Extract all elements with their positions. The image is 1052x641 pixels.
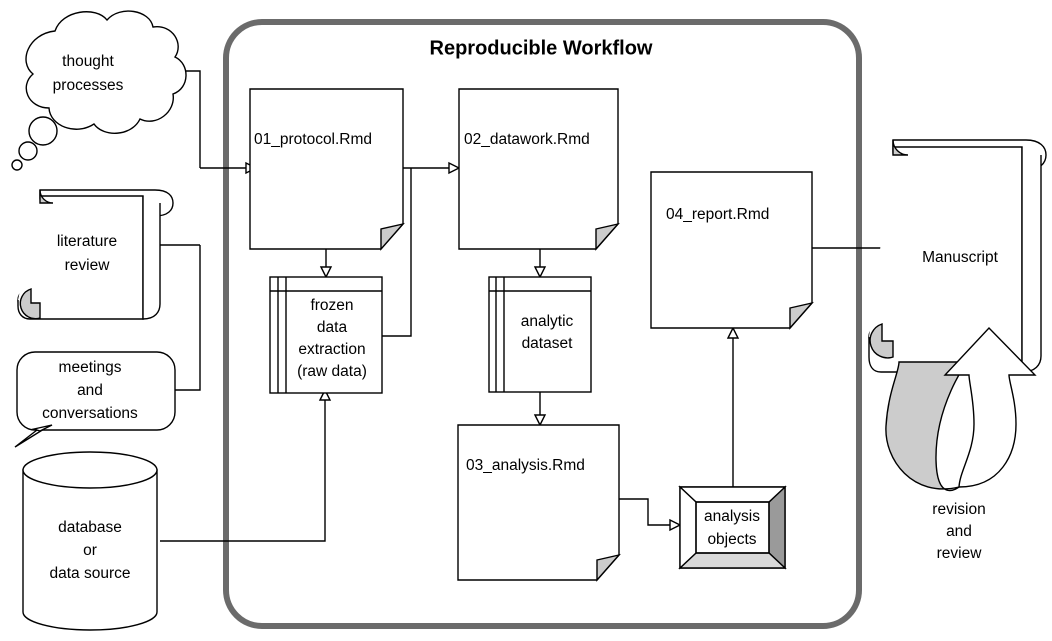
- output-revision-and-review: revision and review: [885, 326, 1037, 562]
- connector-frozen-data-to-datawork: [382, 168, 412, 337]
- output-label-manuscript: Manuscript: [922, 249, 998, 266]
- document-label-datawork: 02_datawork.Rmd: [464, 131, 590, 148]
- cube-bottom-face: [678, 552, 787, 569]
- scroll-roll-top: [39, 189, 54, 204]
- input-label-database-line1: database: [58, 519, 122, 536]
- datastore-label-frozen-line2: data: [317, 319, 348, 336]
- connector-inputs-bus: [150, 70, 258, 391]
- revision-arrow-band: [885, 361, 969, 492]
- datastore-label-analytic-line1: analytic: [521, 313, 574, 330]
- document-datawork: 02_datawork.Rmd: [458, 88, 620, 251]
- connector-database-to-frozen-data: [160, 388, 332, 542]
- document-label-protocol: 01_protocol.Rmd: [254, 131, 372, 148]
- page-fold-report: [789, 301, 814, 330]
- input-label-literature-review-line2: review: [65, 257, 111, 274]
- datastore-label-frozen-line4: (raw data): [297, 363, 367, 380]
- input-label-database-line3: data source: [50, 565, 131, 582]
- datastore-label-frozen-line1: frozen: [310, 297, 353, 314]
- manuscript-roll-bottom: [869, 323, 894, 359]
- input-database-or-data-source: database or data source: [22, 451, 158, 631]
- input-meetings-and-conversations: meetings and conversations: [14, 351, 176, 448]
- manuscript-roll-top: [892, 139, 909, 156]
- page-fold-datawork: [595, 222, 620, 251]
- thought-bubble-small: [11, 159, 23, 171]
- input-label-meetings-line2: and: [77, 382, 103, 399]
- input-label-thought-processes-line2: processes: [53, 77, 124, 94]
- document-label-report: 04_report.Rmd: [666, 206, 769, 223]
- output-label-revision-line2: and: [946, 523, 972, 540]
- reproducible-workflow-container: [223, 19, 862, 629]
- datastore-analytic-dataset: analytic dataset: [488, 276, 592, 393]
- document-protocol: 01_protocol.Rmd: [249, 88, 405, 251]
- connector-analysis-objects-to-report: [726, 326, 740, 487]
- thought-bubble-large: [28, 116, 58, 146]
- datastore-label-frozen-line3: extraction: [298, 341, 365, 358]
- output-label-revision-line3: review: [937, 545, 983, 562]
- object-label-analysis-objects-line1: analysis: [704, 508, 760, 525]
- input-label-thought-processes-line1: thought: [62, 53, 114, 70]
- cylinder-top: [22, 451, 158, 489]
- datastore-label-analytic-line2: dataset: [522, 335, 574, 352]
- connector-protocol-to-frozen-data: [319, 249, 333, 279]
- connector-analytic-dataset-to-analysis: [533, 392, 547, 427]
- page-fold-protocol: [380, 222, 405, 251]
- document-analysis: 03_analysis.Rmd: [457, 424, 621, 582]
- input-label-literature-review-line1: literature: [57, 233, 117, 250]
- input-thought-processes: thought processes: [11, 10, 187, 171]
- page-title: Reproducible Workflow: [430, 37, 653, 59]
- output-label-revision-line1: revision: [932, 501, 985, 518]
- input-label-database-line2: or: [83, 542, 97, 559]
- datastore-frozen-data-extraction: frozen data extraction (raw data): [269, 276, 383, 394]
- document-report: 04_report.Rmd: [650, 171, 814, 330]
- input-label-meetings-line3: conversations: [42, 405, 138, 422]
- object-analysis-objects: analysis objects: [678, 485, 787, 570]
- input-literature-review: literature review: [17, 189, 174, 320]
- input-label-meetings-line1: meetings: [59, 359, 122, 376]
- scroll-roll-bottom: [19, 288, 41, 320]
- connector-analysis-to-analysis-objects: [619, 498, 682, 532]
- page-fold-analysis: [596, 553, 621, 582]
- object-label-analysis-objects-line2: objects: [707, 531, 756, 548]
- connector-datawork-to-analytic-dataset: [533, 249, 547, 279]
- document-label-analysis: 03_analysis.Rmd: [466, 457, 585, 474]
- revision-arrow-head: [943, 326, 1037, 488]
- output-manuscript: Manuscript: [868, 139, 1047, 373]
- thought-bubble-medium: [18, 141, 38, 161]
